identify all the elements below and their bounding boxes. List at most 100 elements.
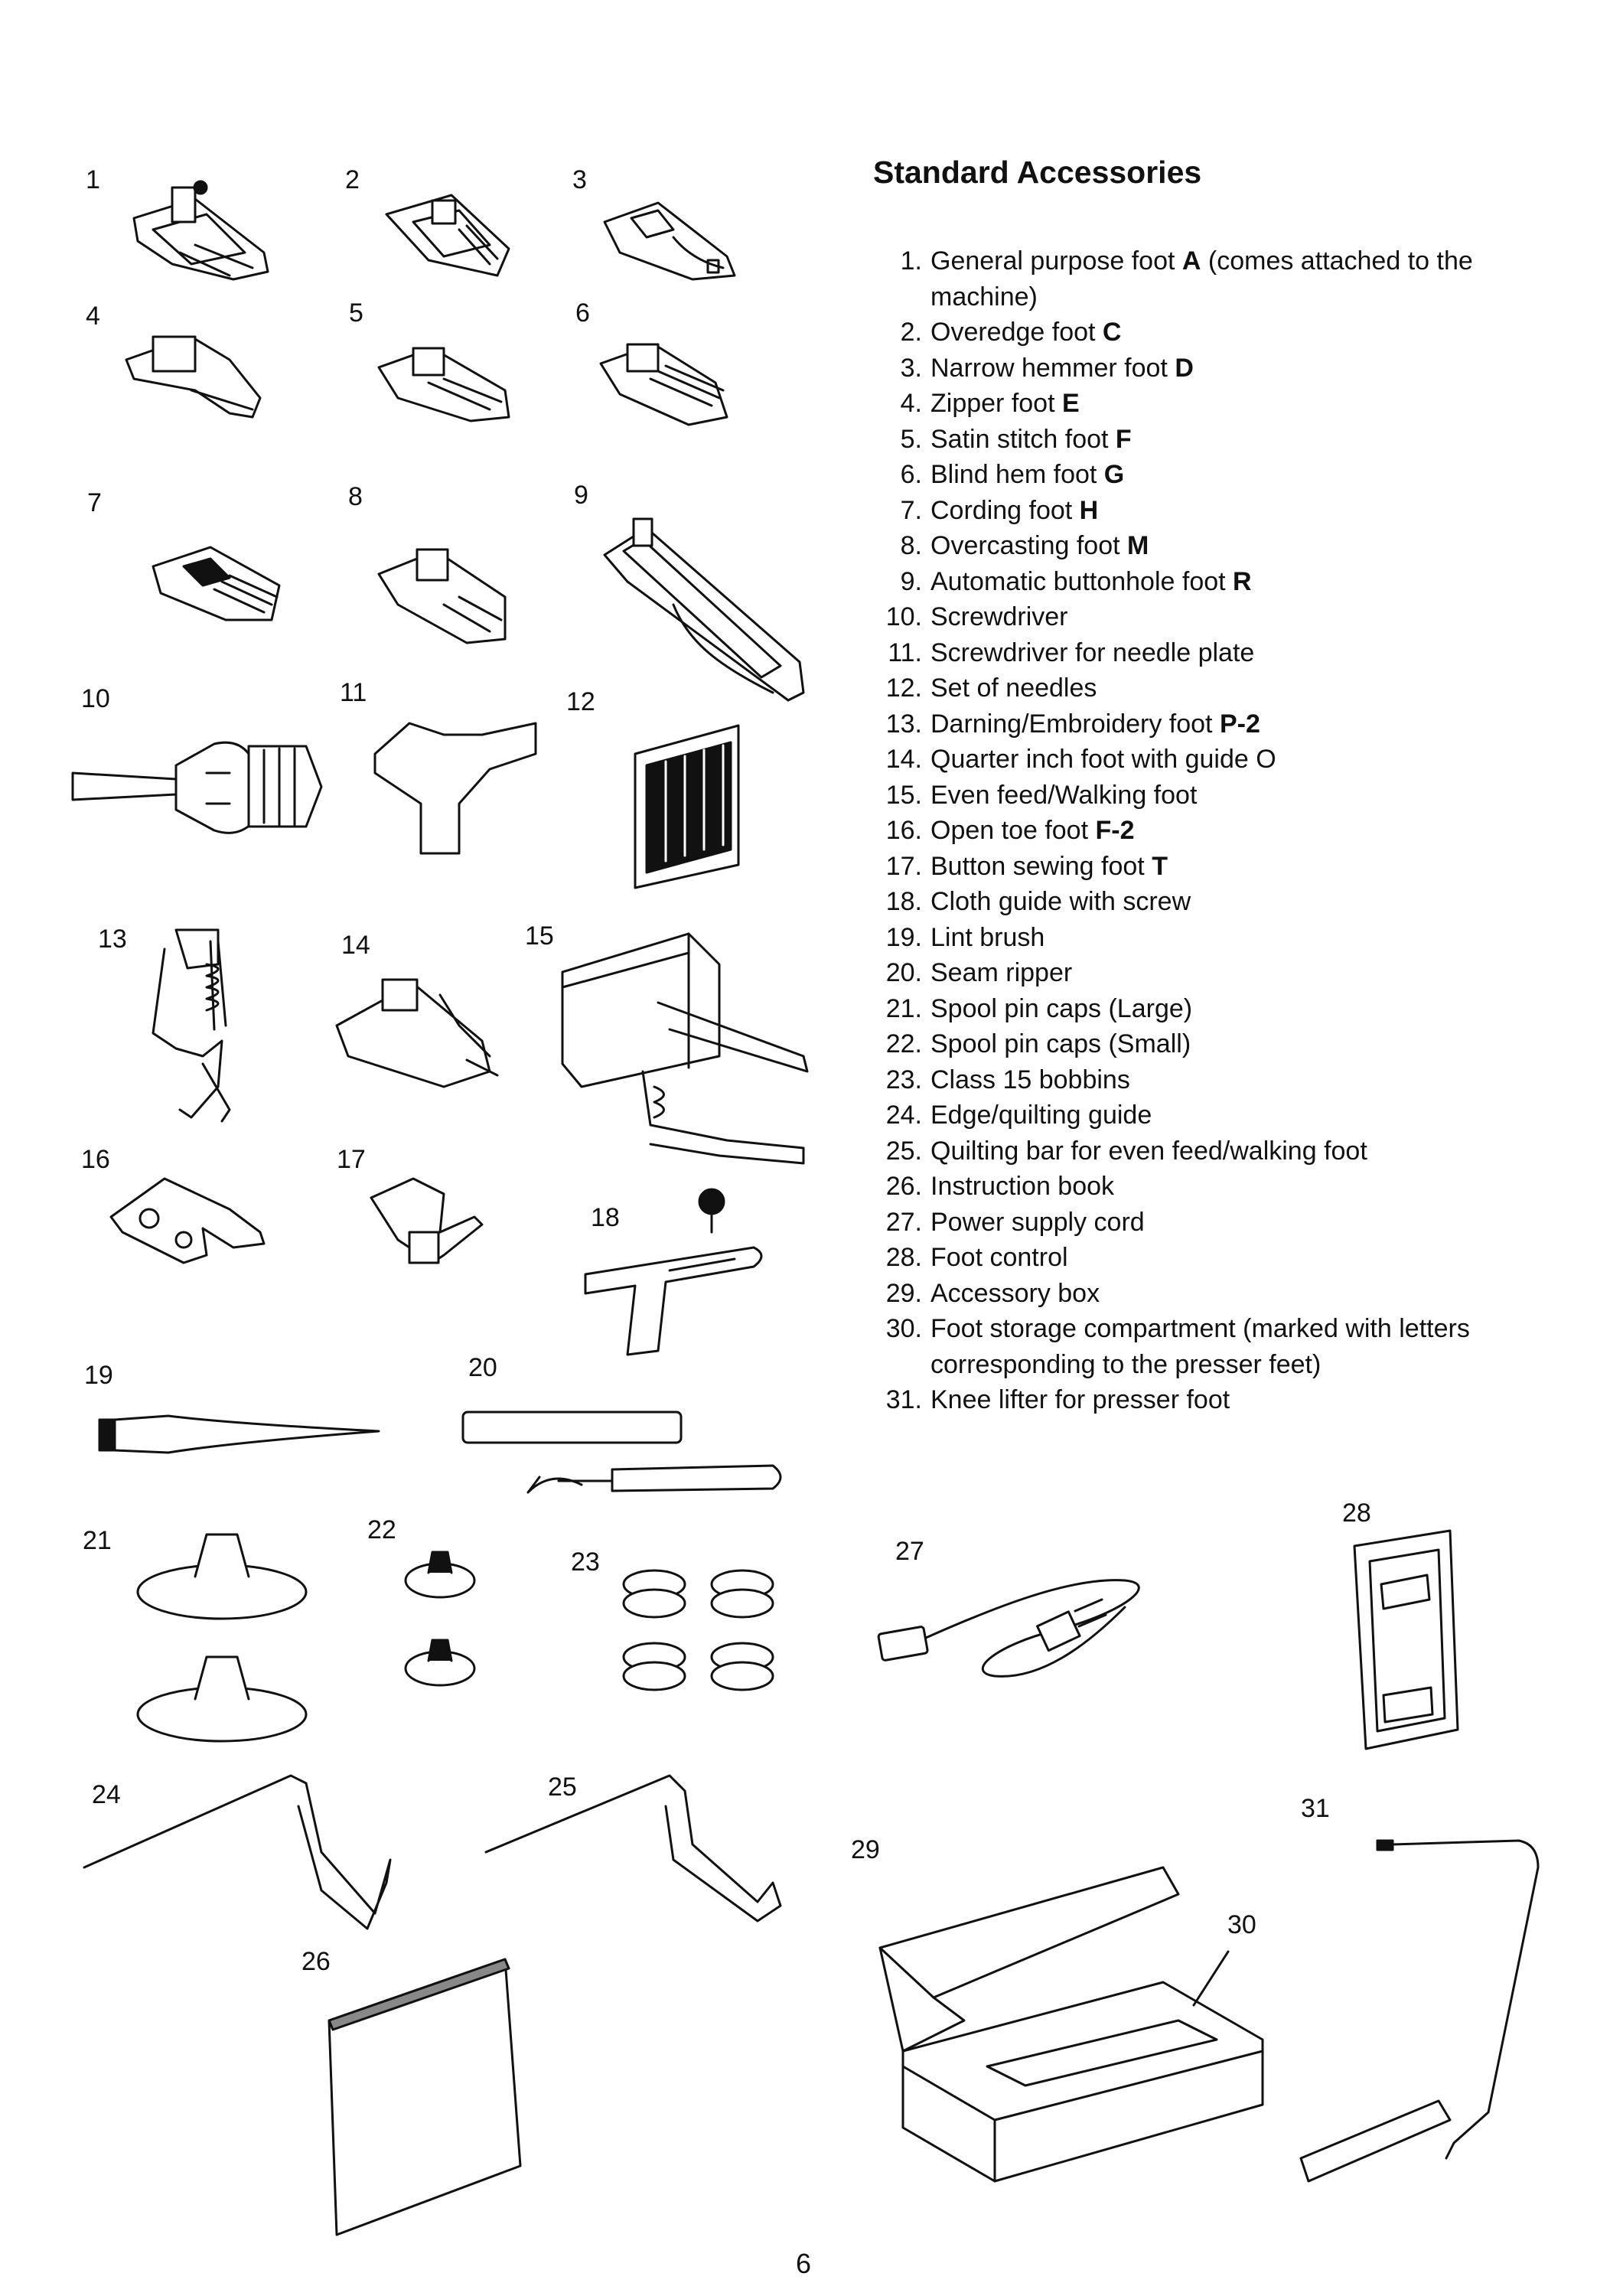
accessory-text: Foot storage compartment (marked with le… xyxy=(930,1314,1470,1379)
figure-number-6: 6 xyxy=(575,298,590,328)
accessory-foot-letter: F-2 xyxy=(1095,816,1135,845)
accessory-text: Set of needles xyxy=(930,673,1097,703)
accessory-item: 16.Open toe foot F-2 xyxy=(873,813,1562,849)
narrow-hemmer-foot-drawing xyxy=(603,201,736,281)
accessory-text: Screwdriver for needle plate xyxy=(930,638,1255,667)
accessory-item: 7.Cording foot H xyxy=(873,493,1562,529)
figure-number-12: 12 xyxy=(566,687,595,716)
accessory-text: Even feed/Walking foot xyxy=(930,780,1198,810)
figure-number-16: 16 xyxy=(81,1145,110,1174)
accessory-number: 31. xyxy=(885,1385,922,1414)
cording-foot-drawing xyxy=(152,546,281,621)
overedge-foot-drawing xyxy=(385,194,510,277)
accessory-text: Accessory box xyxy=(930,1278,1100,1308)
accessory-text-suffix: (comes attached to the machine) xyxy=(930,246,1473,311)
accessory-item: 21.Spool pin caps (Large) xyxy=(873,991,1562,1027)
figure-number-29: 29 xyxy=(851,1835,880,1864)
figure-number-7: 7 xyxy=(87,488,102,517)
accessory-text: Spool pin caps (Large) xyxy=(930,993,1193,1023)
accessory-text: Edge/quilting guide xyxy=(930,1101,1152,1130)
accessory-box-drawing xyxy=(878,1866,1264,2183)
accessory-number: 20. xyxy=(885,958,922,987)
accessory-text: Screwdriver xyxy=(930,602,1068,631)
figure-number-27: 27 xyxy=(895,1537,924,1566)
accessory-item: 15. Even feed/Walking foot xyxy=(873,778,1562,814)
accessory-text: Foot control xyxy=(930,1243,1068,1272)
quilting-guide-drawing xyxy=(83,1774,392,1930)
accessory-item: 10.Screwdriver xyxy=(873,599,1562,635)
figure-number-13: 13 xyxy=(98,925,127,954)
accessory-foot-letter: P-2 xyxy=(1219,709,1260,739)
accessory-number: 3. xyxy=(900,353,922,383)
spool-cap-large-drawing xyxy=(136,1533,308,1743)
figure-number-5: 5 xyxy=(349,298,363,328)
page-number: 6 xyxy=(795,2248,812,2279)
accessory-item: 19.Lint brush xyxy=(873,920,1562,956)
accessory-foot-letter: F xyxy=(1115,424,1132,454)
accessory-text: Satin stitch foot xyxy=(930,424,1116,454)
accessory-number: 2. xyxy=(900,318,922,347)
buttonhole-foot-drawing xyxy=(603,517,805,702)
accessory-text: Narrow hemmer foot xyxy=(930,353,1175,383)
accessory-text: Quarter inch foot with guide O xyxy=(930,745,1276,774)
accessory-item: 3. Narrow hemmer foot D xyxy=(873,351,1562,386)
accessory-item: 2.Overedge foot C xyxy=(873,315,1562,351)
accessory-foot-letter: R xyxy=(1233,566,1252,596)
accessory-number: 11. xyxy=(888,638,922,667)
accessory-number: 19. xyxy=(885,922,922,952)
foot-control-drawing xyxy=(1353,1529,1459,1750)
accessory-item: 18.Cloth guide with screw xyxy=(873,884,1562,920)
accessory-foot-letter: D xyxy=(1175,353,1194,383)
accessory-foot-letter: E xyxy=(1061,389,1080,418)
accessory-item: 28. Foot control xyxy=(873,1240,1562,1276)
accessory-foot-letter: G xyxy=(1103,460,1125,489)
lint-brush-drawing xyxy=(98,1414,380,1454)
accessory-item: 8.Overcasting foot M xyxy=(873,528,1562,564)
figure-number-23: 23 xyxy=(571,1548,600,1577)
accessory-foot-letter: M xyxy=(1127,531,1149,560)
accessory-number: 27. xyxy=(885,1207,922,1237)
figure-number-11: 11 xyxy=(340,678,367,707)
accessory-number: 22. xyxy=(885,1029,922,1058)
figure-number-19: 19 xyxy=(84,1361,113,1390)
needle-plate-screwdriver-drawing xyxy=(373,722,537,855)
figure-number-1: 1 xyxy=(86,165,100,194)
accessory-text: Open toe foot xyxy=(930,816,1096,845)
accessory-text: Zipper foot xyxy=(930,389,1062,418)
accessory-number: 15. xyxy=(885,780,922,810)
figure-number-8: 8 xyxy=(348,482,363,511)
accessory-number: 18. xyxy=(885,887,922,916)
accessory-item: 6.Blind hem foot G xyxy=(873,457,1562,493)
figure-number-30: 30 xyxy=(1227,1910,1256,1939)
cloth-guide-drawing xyxy=(584,1188,763,1356)
accessory-text: Quilting bar for even feed/walking foot xyxy=(930,1136,1367,1166)
accessory-number: 5. xyxy=(900,424,922,454)
accessory-foot-letter: T xyxy=(1152,851,1168,881)
accessory-text: Automatic buttonhole foot xyxy=(930,566,1234,596)
figure-number-4: 4 xyxy=(86,302,100,331)
screwdriver-drawing xyxy=(71,741,323,834)
accessory-number: 7. xyxy=(900,495,922,525)
figure-number-31: 31 xyxy=(1301,1794,1330,1823)
accessory-number: 28. xyxy=(885,1243,922,1272)
accessory-number: 26. xyxy=(885,1172,922,1201)
accessory-item: 24.Edge/quilting guide xyxy=(873,1097,1562,1133)
accessory-text: Instruction book xyxy=(930,1172,1115,1201)
figure-number-24: 24 xyxy=(92,1780,121,1809)
accessory-text: Spool pin caps (Small) xyxy=(930,1029,1191,1058)
accessory-item: 11. Screwdriver for needle plate xyxy=(873,635,1562,671)
figure-number-14: 14 xyxy=(341,931,370,960)
accessory-text: Power supply cord xyxy=(930,1207,1145,1237)
accessory-number: 12. xyxy=(885,673,922,703)
accessory-text: Overcasting foot xyxy=(930,531,1128,560)
accessory-item: 5. Satin stitch foot F xyxy=(873,422,1562,458)
accessory-text: Blind hem foot xyxy=(930,460,1104,489)
figure-number-18: 18 xyxy=(591,1203,620,1232)
accessory-number: 30. xyxy=(885,1314,922,1343)
figure-number-3: 3 xyxy=(572,165,587,194)
accessory-number: 25. xyxy=(885,1136,922,1166)
bobbins-drawing xyxy=(622,1569,774,1691)
page-title: Standard Accessories xyxy=(873,155,1202,190)
accessory-item: 29.Accessory box xyxy=(873,1276,1562,1312)
quilting-bar-drawing xyxy=(484,1774,782,1923)
